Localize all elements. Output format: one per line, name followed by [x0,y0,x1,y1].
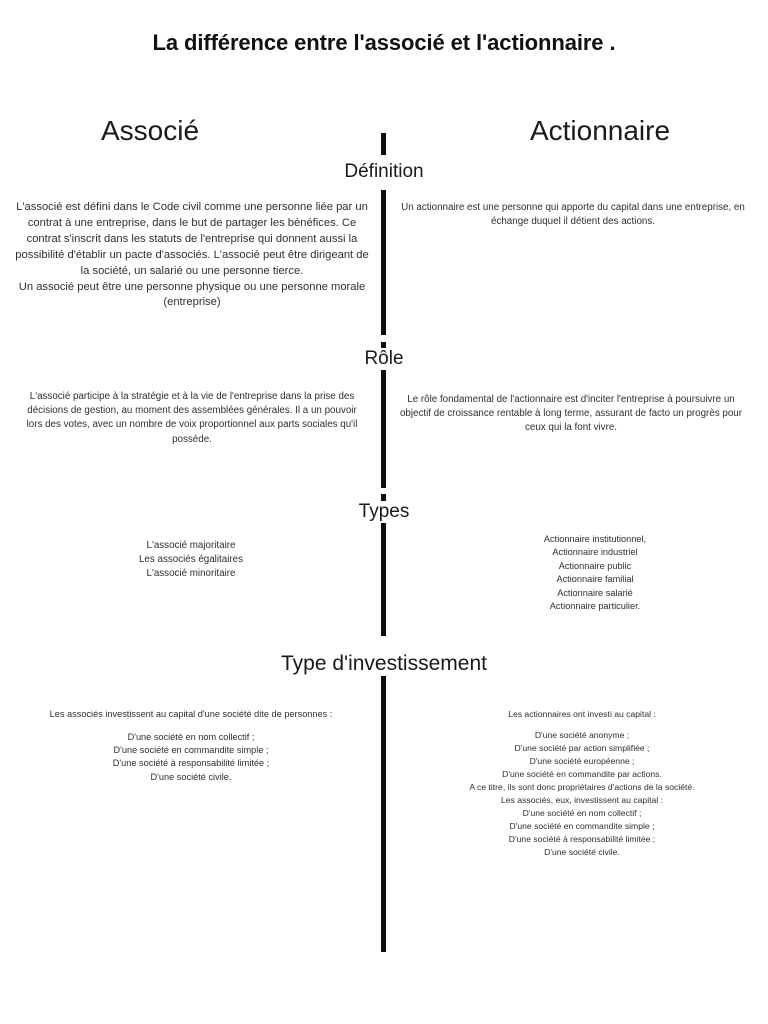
list-item: D'une société à responsabilité limitée ; [112,758,270,769]
spacer [432,721,732,730]
list-item: Actionnaire institutionnel, [543,534,647,544]
list-item: Actionnaire particulier. [549,601,641,612]
definition-right-text: Un actionnaire est une personne qui appo… [398,201,748,229]
list-item: Les associés égalitaires [138,554,243,566]
investissement-left-intro: Les associés investissent au capital d'u… [49,709,333,719]
investissement-right-block: Les actionnaires ont investi au capital … [432,708,732,858]
list-item: D'une société en commandite simple ; [509,820,655,831]
investissement-right-intro: Les actionnaires ont investi au capital … [508,709,656,719]
list-item: D'une société à responsabilité limitée ; [508,833,656,844]
section-heading-definition: Définition [0,161,768,183]
spacer [8,721,374,730]
divider-segment-role [381,342,386,488]
role-left-paragraph: L'associé participe à la stratégie et à … [26,391,358,445]
list-item: D'une société en commandite simple ; [113,745,269,756]
list-item: Actionnaire public [558,560,632,571]
role-left-text: L'associé participe à la stratégie et à … [22,390,362,447]
list-item: Actionnaire industriel [552,547,638,558]
definition-left-text: L'associé est défini dans le Code civil … [14,200,370,311]
list-item: D'une société anonyme ; [534,730,630,741]
definition-left-extra: Un associé peut être une personne physiq… [18,280,366,309]
list-item: D'une société en nom collectif ; [522,807,642,818]
definition-left-paragraph: L'associé est défini dans le Code civil … [15,201,369,277]
role-right-text: Le rôle fondamental de l'actionnaire est… [392,393,750,436]
section-heading-type-investissement: Type d'investissement [0,652,768,676]
column-heading-actionnaire: Actionnaire [529,115,671,146]
column-heading-associe: Associé [100,115,200,146]
role-right-paragraph: Le rôle fondamental de l'actionnaire est… [399,394,742,434]
list-item: D'une société civile. [544,846,620,857]
list-item: D'une société civile. [150,771,232,782]
definition-right-paragraph: Un actionnaire est une personne qui appo… [401,202,745,228]
investissement-left-block: Les associés investissent au capital d'u… [8,708,374,784]
list-item: L'associé minoritaire [146,568,236,580]
list-item: D'une société en nom collectif ; [127,731,255,742]
list-item: D'une société en commandite par actions. [502,769,662,780]
divider-segment-investissement [381,676,386,952]
page-title: La différence entre l'associé et l'actio… [152,30,616,55]
list-item: A ce titre, ils sont donc propriétaires … [469,782,695,793]
section-heading-types: Types [0,501,768,523]
list-item: D'une société européenne ; [529,756,635,767]
section-heading-role: Rôle [0,348,768,370]
list-item: Les associés, eux, investissent au capit… [501,794,663,805]
list-item: D'une société par action simplifiée ; [514,743,650,754]
list-item: L'associé majoritaire [146,540,236,551]
types-left-list: L'associé majoritaire Les associés égali… [60,539,322,582]
divider-segment-types [381,494,386,636]
list-item: Actionnaire familial [556,574,634,585]
list-item: Actionnaire salarié [557,587,633,598]
types-right-list: Actionnaire institutionnel, Actionnaire … [460,533,730,614]
divider-segment-top [381,133,386,155]
divider-segment-definition [381,190,386,335]
